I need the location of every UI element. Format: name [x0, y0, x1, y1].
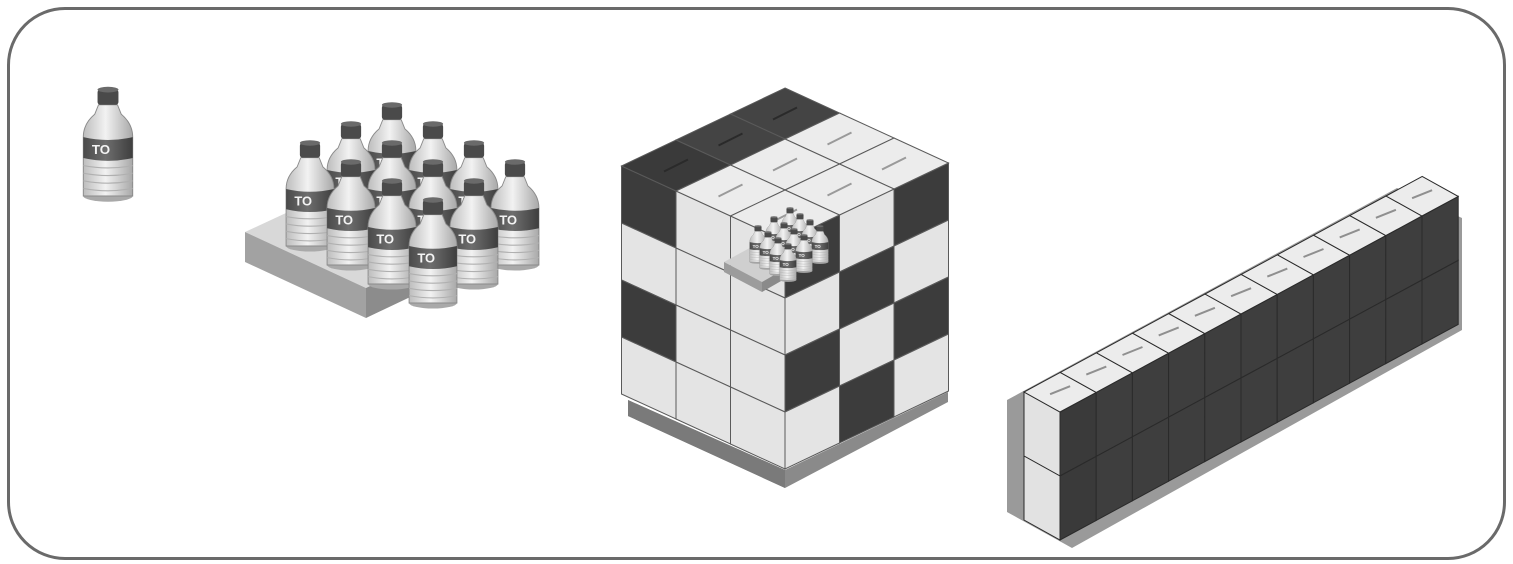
container-load-illustration	[1007, 176, 1462, 548]
svg-text:TO: TO	[783, 262, 790, 267]
svg-text:TO: TO	[799, 253, 806, 258]
svg-text:TO: TO	[417, 251, 435, 266]
svg-text:TO: TO	[763, 250, 770, 255]
svg-text:TO: TO	[753, 244, 760, 249]
svg-text:TO: TO	[294, 194, 312, 209]
bottle-icon: TO	[83, 87, 132, 202]
svg-text:TO: TO	[458, 232, 476, 247]
svg-text:TO: TO	[376, 232, 394, 247]
svg-text:TO: TO	[815, 244, 822, 249]
svg-text:TO: TO	[335, 213, 353, 228]
svg-text:TO: TO	[773, 256, 780, 261]
svg-text:TO: TO	[499, 213, 517, 228]
svg-text:TO: TO	[92, 142, 110, 157]
single-bottle-illustration: TO	[83, 87, 132, 202]
